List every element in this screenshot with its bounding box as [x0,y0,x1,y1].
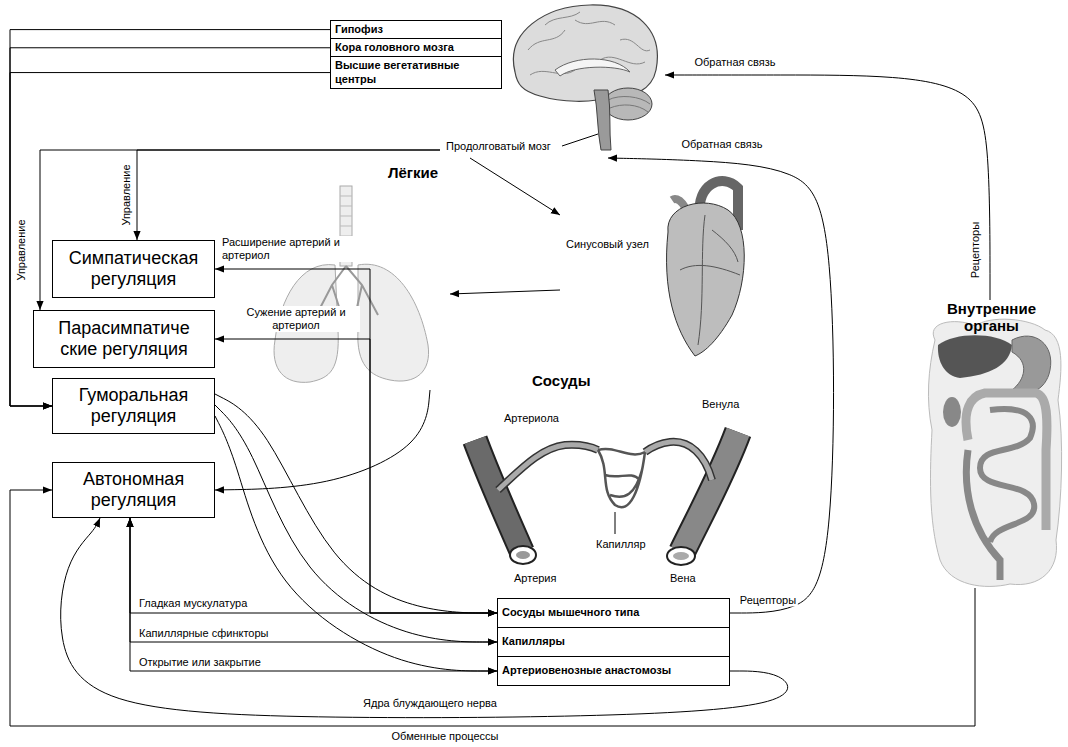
kidney [943,397,961,427]
part-label: Рецепторы [969,220,982,280]
edge-label: Обратная связь [679,138,764,151]
organs-figure [928,319,1061,586]
connector [215,390,430,490]
regulation-box: Парасимпатиче ские регуляция [33,310,215,368]
figure-title: Лёгкие [388,164,438,181]
organs-ground [928,319,1061,586]
rectum [966,450,1000,580]
venule [645,442,712,480]
liver [938,335,1012,378]
part-label: Артериола [502,412,561,425]
venule-lumen [645,442,712,480]
connector [665,75,990,300]
connector [450,290,560,294]
regulation-box: Гуморальная регуляция [52,378,215,434]
connector [130,518,497,671]
connector [10,490,975,726]
box-text: Гипофиз [335,23,383,36]
lungs-region: Лёгкие [260,162,450,390]
connector [215,339,497,613]
heart-body [667,203,745,356]
connector [215,394,497,613]
connector [130,518,497,613]
edge-label: Капиллярные сфинкторы [137,627,270,640]
box-text: Гуморальная регуляция [63,385,204,426]
brain-level-box: Гипофиз [330,20,502,39]
brain-gyri [528,12,650,75]
part-label: Венула [700,398,741,411]
arteriole-lumen [498,445,598,490]
connector [215,405,497,642]
connector [470,158,560,215]
cerebellum-folia [608,97,650,112]
arteriole [498,445,598,490]
lungs-figure [274,186,429,382]
artery-inner [516,551,530,559]
edge-label: Открытие или закрытие [137,656,263,669]
capillary-network [598,449,645,507]
part-label: Капилляр [594,538,648,551]
small-intestine [980,409,1034,542]
connector [10,48,330,406]
organs-region: Внутренние органы [918,300,1065,588]
edge-label: Обменные процессы [390,730,501,743]
corpus-callosum [555,59,630,76]
box-text: Сосуды мышечного типа [502,606,639,619]
part-label: Вена [668,572,698,585]
edge-label: Расширение артерий и артериол [220,236,354,262]
edge-label: Гладкая мускулатура [137,597,249,610]
artery-wall [475,440,522,552]
brain-cerebrum [513,5,657,101]
part-label: Артерия [512,572,558,585]
brainstem [594,90,611,150]
edge-label: Управление [15,217,28,282]
brain-figure [513,5,657,150]
connector [40,150,440,310]
figure-title: Продолговатый мозг [446,140,551,152]
cerebellum [604,88,652,120]
box-text: Артериовенозные анастомозы [502,664,671,677]
vein-opening [667,547,695,565]
box-text: Симпатическая регуляция [63,248,204,289]
box-text: Парасимпатиче ские регуляция [44,318,204,359]
artery-lumen [475,440,522,552]
box-text: Кора головного мозга [335,41,454,54]
vessel-type-box: Капилляры [497,627,730,657]
connectors [10,30,990,726]
brain-level-box: Высшие вегетативные центры [330,56,502,88]
vessels-figure [475,432,738,565]
connector [10,30,330,406]
brain-level-box: Кора головного мозга [330,38,502,57]
edge-label: Ядра блуждающего нерва [361,697,499,710]
edge-label: Обратная связь [692,56,777,69]
heart-region: Синусовый узел [560,168,750,358]
connector [61,518,788,718]
box-text: Высшие вегетативные центры [335,59,497,85]
vein-inner [673,552,689,560]
artery-opening [510,546,536,564]
connector [137,150,440,240]
vessel-type-box: Артериовенозные анастомозы [497,656,730,686]
regulation-box: Симпатическая регуляция [52,240,215,298]
figure-title: Синусовый узел [566,238,649,250]
right-lung [358,264,429,381]
regulation-box: Автономная регуляция [52,462,215,518]
heart-chambers [680,215,740,345]
connector [215,269,497,613]
vessel-type-box: Сосуды мышечного типа [497,598,730,628]
leader-line [615,512,616,534]
part-label: Рецепторы [738,594,798,607]
stomach [1012,336,1051,393]
box-text: Капилляры [502,635,565,648]
connector [130,518,497,642]
leader-line [562,134,598,146]
figure-title: Внутренние органы [918,300,1065,334]
heart-figure [667,181,745,356]
box-text: Автономная регуляция [63,469,204,510]
brain-region: Продолговатый мозг [440,0,665,158]
edge-label: Сужение артерий и артериол [232,306,360,332]
edge-label: Управление [120,162,133,227]
figure-title: Сосуды [532,372,590,389]
